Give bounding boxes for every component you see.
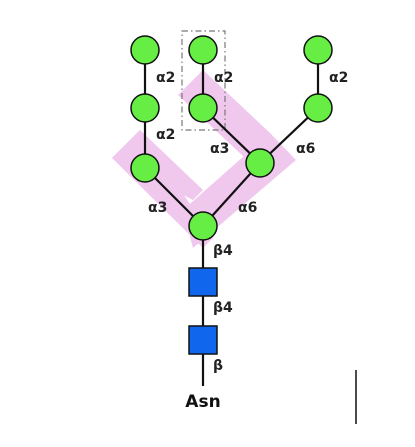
green-circle-icon	[188, 93, 218, 123]
asn-label: Asn	[185, 392, 220, 412]
green-circle-icon	[188, 35, 218, 65]
linkage-left-lower: α2	[156, 127, 175, 143]
blue-square-icon	[188, 325, 218, 355]
linkage-core-right: α6	[238, 200, 257, 216]
green-circle-icon	[130, 93, 160, 123]
blue-square-icon	[188, 267, 218, 297]
green-circle-icon	[245, 148, 275, 178]
green-circle-icon	[130, 153, 160, 183]
linkage-right-lower: α6	[296, 141, 315, 157]
green-circle-icon	[303, 35, 333, 65]
green-circle-icon	[303, 93, 333, 123]
green-circle-icon	[130, 35, 160, 65]
linkage-right-upper: α2	[329, 70, 348, 86]
linkage-core-left: α3	[148, 200, 167, 216]
linkage-mid-lower: α3	[210, 141, 229, 157]
highlight-band-upper	[178, 70, 270, 158]
linkage-left-upper: α2	[156, 70, 175, 86]
linkage-glcnac2-core: β4	[213, 243, 233, 259]
glcnac-residues	[188, 267, 218, 355]
linkage-glcnac1-glcnac2: β4	[213, 300, 233, 316]
linkage-mid-upper: α2	[214, 70, 233, 86]
linkage-labels: α2 α2 α2 α2 α3 α6 α3 α6 β4 β4 β	[148, 70, 348, 374]
green-circle-icon	[188, 211, 218, 241]
selection-box	[181, 30, 226, 131]
linkage-asn-glcnac1: β	[213, 358, 223, 374]
mannose-residues	[130, 35, 333, 241]
